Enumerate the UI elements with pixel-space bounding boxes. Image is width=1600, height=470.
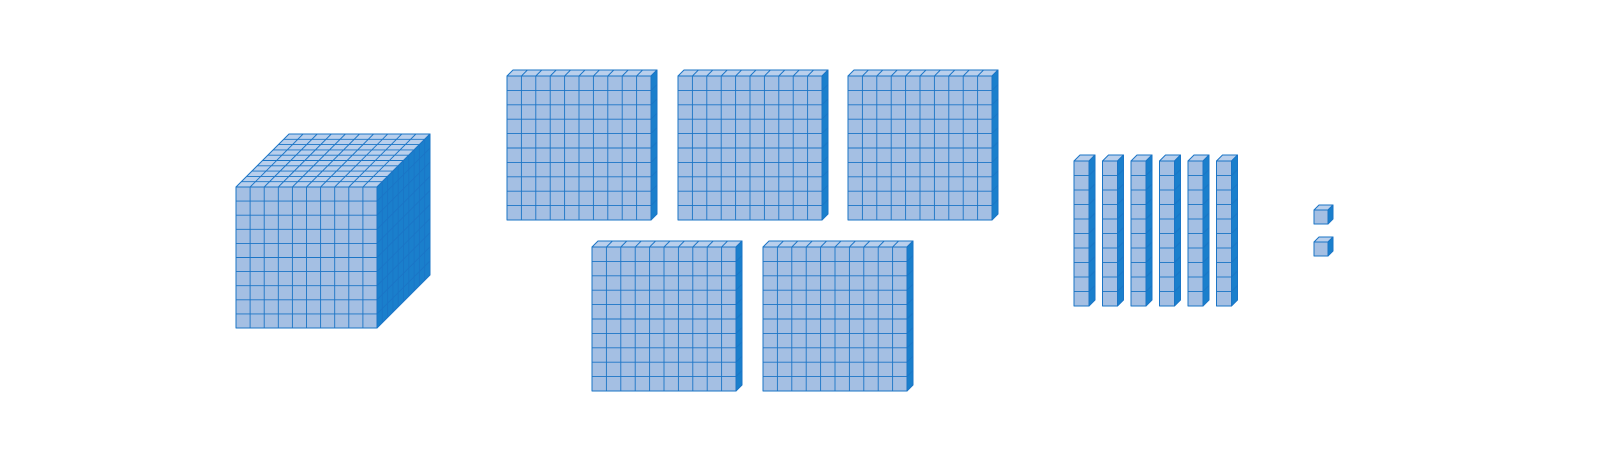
- one-cube: [1313, 236, 1334, 257]
- ten-rod: [1159, 154, 1181, 307]
- thousands-group: [235, 133, 431, 329]
- tens-group: [1073, 154, 1238, 307]
- ten-rod: [1073, 154, 1096, 307]
- hundred-flat: [762, 240, 914, 392]
- one-cube: [1313, 204, 1334, 225]
- ten-rod: [1130, 154, 1153, 307]
- ten-rod: [1187, 154, 1210, 307]
- hundred-flat: [677, 69, 829, 221]
- thousand-cube: [235, 133, 431, 329]
- hundred-flat: [506, 69, 658, 221]
- hundred-flat: [591, 240, 743, 392]
- hundred-flat: [847, 69, 999, 221]
- ones-group: [1313, 204, 1334, 257]
- hundreds-group: [506, 69, 999, 392]
- ten-rod: [1102, 154, 1124, 307]
- ten-rod: [1216, 154, 1238, 307]
